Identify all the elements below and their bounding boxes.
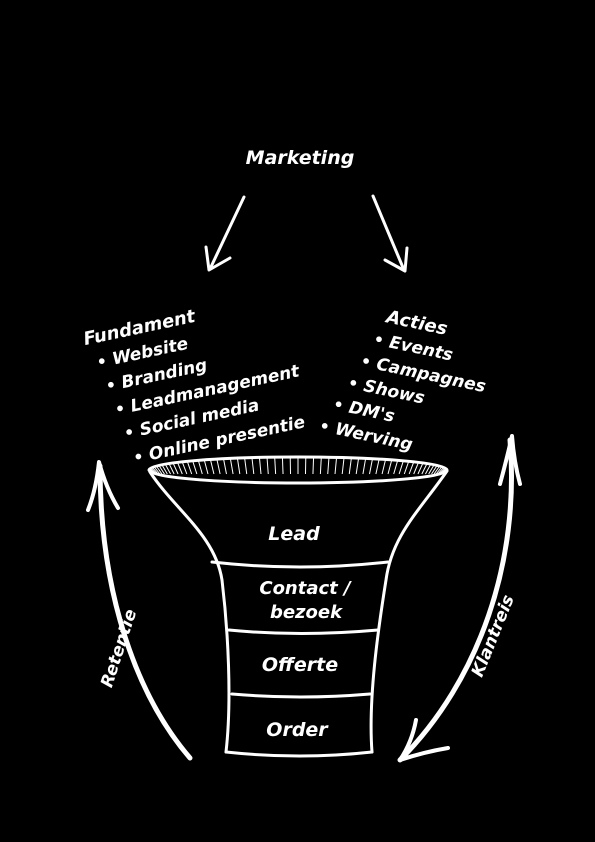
rim-hatch-line: [151, 466, 159, 475]
rim-hatch-line: [266, 457, 269, 475]
rim-hatch-line: [387, 459, 393, 475]
rim-hatch-line: [274, 457, 277, 475]
rim-hatch-line: [168, 463, 175, 475]
funnel-rim-hatching: [148, 457, 448, 475]
stage-divider: [210, 560, 390, 569]
rim-hatch-line: [203, 459, 209, 475]
rim-hatch-line: [158, 465, 165, 475]
rim-hatch-line: [375, 458, 380, 475]
rim-hatch-line: [172, 462, 179, 475]
rim-hatch-line: [258, 457, 262, 475]
svg-text:•: •: [104, 375, 118, 396]
rim-hatch-line: [216, 458, 221, 475]
funnel-right-side: [369, 469, 449, 754]
svg-text:•: •: [132, 447, 146, 468]
rim-hatch-line: [149, 468, 157, 475]
rim-hatch-line: [348, 457, 352, 475]
rim-hatch-line: [181, 461, 188, 475]
svg-text:•: •: [113, 398, 127, 419]
rim-hatch-line: [153, 466, 161, 475]
rim-hatch-line: [312, 457, 315, 475]
rim-hatch-line: [428, 464, 435, 475]
svg-text:•: •: [346, 373, 360, 394]
rim-hatch-line: [334, 457, 338, 475]
stage-divider: [230, 692, 372, 699]
svg-text:•: •: [122, 422, 136, 443]
arrow-right-down: [371, 194, 409, 273]
rim-hatch-line: [438, 467, 446, 475]
rim-hatch-line: [281, 457, 284, 475]
rim-hatch-line: [355, 458, 360, 475]
rim-hatch-line: [155, 465, 163, 475]
rim-hatch-line: [437, 466, 445, 475]
rim-hatch-line: [421, 463, 428, 475]
stage-offerte: Offerte: [262, 654, 338, 676]
rim-hatch-line: [192, 460, 198, 475]
rim-hatch-line: [229, 458, 234, 475]
stage-order: Order: [266, 719, 329, 741]
svg-text:•: •: [318, 416, 332, 437]
rim-hatch-line: [408, 461, 415, 475]
stage-divider: [227, 628, 380, 635]
rim-hatch-line: [417, 462, 424, 475]
rim-hatch-line: [319, 457, 322, 475]
stage-contact: Contact /: [259, 578, 352, 599]
funnel: Lead Contact / bezoek Offerte Order: [147, 455, 449, 758]
rim-hatch-line: [403, 461, 410, 475]
rim-hatch-line: [341, 457, 345, 475]
svg-text:•: •: [359, 351, 373, 372]
svg-text:•: •: [372, 329, 386, 350]
rim-hatch-line: [398, 460, 404, 475]
diagram-title: Marketing: [246, 147, 355, 169]
svg-text:•: •: [332, 394, 346, 415]
rim-hatch-line: [369, 458, 373, 475]
retentie-label: Retentie: [97, 607, 141, 690]
rim-hatch-line: [197, 460, 203, 475]
rim-hatch-line: [223, 458, 227, 475]
rim-hatch-line: [161, 464, 168, 475]
rim-hatch-line: [362, 458, 367, 475]
rim-hatch-line: [413, 462, 420, 475]
rim-hatch-line: [431, 465, 438, 475]
rim-hatch-line: [209, 459, 215, 475]
rim-hatch-line: [251, 457, 255, 475]
rim-hatch-line: [425, 463, 432, 475]
rim-hatch-line: [244, 457, 248, 475]
svg-text:•: •: [95, 351, 109, 372]
arrow-left-down: [204, 195, 246, 272]
acties-item: Werving: [333, 419, 414, 455]
rim-hatch-line: [327, 457, 330, 475]
rim-hatch-line: [433, 465, 441, 475]
rim-hatch-line: [393, 460, 399, 475]
rim-hatch-line: [164, 463, 171, 475]
stage-bezoek: bezoek: [270, 602, 343, 623]
funnel-bottom: [224, 750, 374, 758]
klantreis-arrow: [397, 434, 522, 763]
rim-hatch-line: [186, 461, 193, 475]
fundament-block: Fundament • Website • Branding • Leadman…: [82, 306, 307, 468]
rim-hatch-line: [435, 466, 443, 475]
rim-hatch-line: [236, 458, 241, 475]
rim-hatch-line: [176, 462, 183, 475]
funnel-left-side: [148, 470, 231, 754]
rim-hatch-line: [150, 467, 158, 475]
acties-block: Acties • Events • Campagnes • Shows • DM…: [318, 306, 488, 455]
retentie-arrow: [86, 460, 193, 761]
rim-hatch-line: [381, 459, 387, 475]
stage-lead: Lead: [268, 523, 320, 545]
